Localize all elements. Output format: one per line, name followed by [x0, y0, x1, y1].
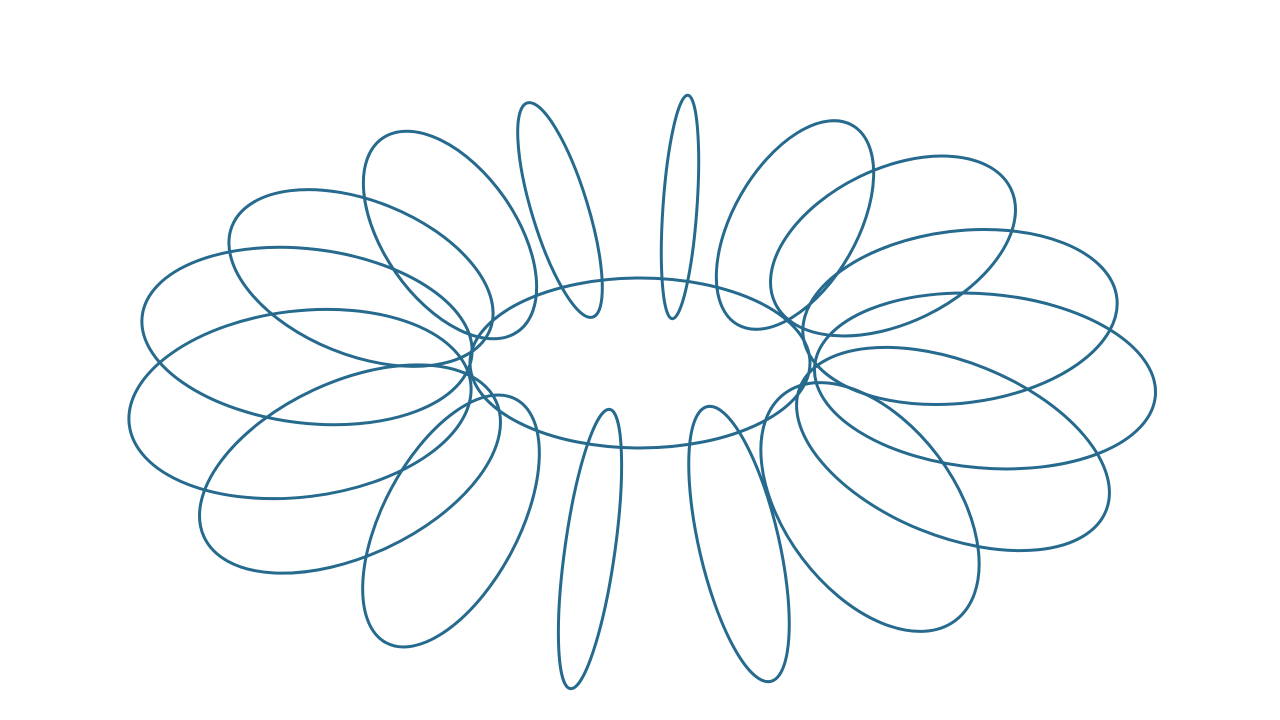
loop-9 — [127, 307, 473, 501]
loop-10 — [812, 291, 1158, 471]
loop-1 — [516, 101, 604, 319]
loop-7 — [140, 245, 474, 427]
loop-12 — [795, 345, 1111, 553]
center-ring — [468, 276, 812, 450]
loop-5 — [227, 188, 495, 368]
loop-6 — [769, 154, 1017, 338]
loop-14 — [759, 381, 981, 633]
loop-16 — [687, 404, 791, 684]
loop-group — [127, 93, 1158, 691]
loop-3 — [361, 129, 539, 341]
loop-13 — [361, 393, 541, 649]
loop-8 — [801, 227, 1119, 407]
loop-2 — [659, 93, 701, 321]
loop-4 — [714, 119, 876, 331]
loop-11 — [198, 363, 502, 575]
loop-15 — [556, 407, 624, 691]
